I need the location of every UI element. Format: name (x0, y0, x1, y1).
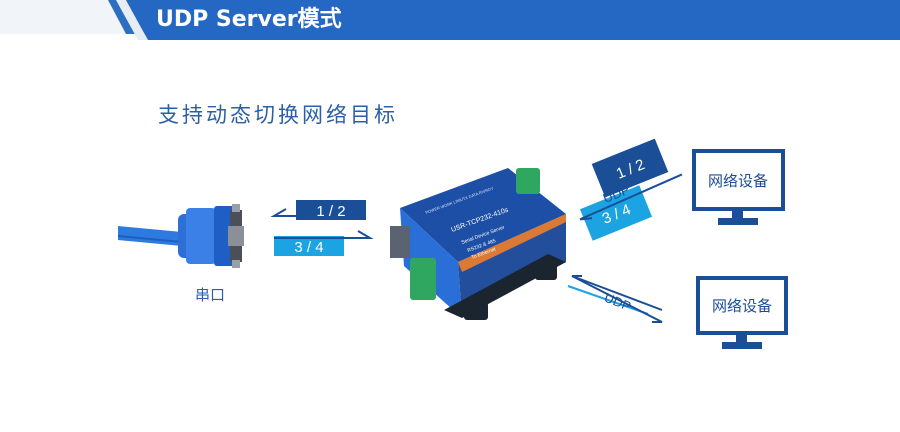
page-title: UDP Server模式 (156, 7, 342, 32)
right-bottom-flow: UDP (567, 275, 663, 323)
right-bottom-flow-protocol: UDP (602, 290, 633, 314)
subtitle: 支持动态切换网络目标 (158, 103, 398, 127)
left-flow-top-box (296, 200, 366, 220)
device-server: POWER WORK LINK/TX DATA RX/RDY USR-TCP23… (390, 168, 566, 320)
right-top-flow: 1 / 2 3 / 4 UDP (579, 138, 683, 241)
right-top-flow-bottom-box (579, 185, 653, 241)
left-flow-bottom-label: 3 / 4 (294, 239, 323, 256)
network-device-top-icon: 网络设备 (692, 149, 785, 225)
header-bar (0, 0, 900, 40)
left-flow: 1 / 2 3 / 4 (270, 200, 374, 256)
network-device-top-label: 网络设备 (708, 173, 768, 190)
serial-connector-icon (117, 204, 244, 268)
network-device-bottom-label: 网络设备 (712, 298, 772, 315)
left-flow-top-label: 1 / 2 (316, 203, 345, 220)
right-top-flow-top-box (591, 138, 669, 198)
serial-port-label: 串口 (195, 286, 226, 304)
network-device-bottom-icon: 网络设备 (696, 276, 788, 349)
left-flow-bottom-box (274, 236, 344, 256)
